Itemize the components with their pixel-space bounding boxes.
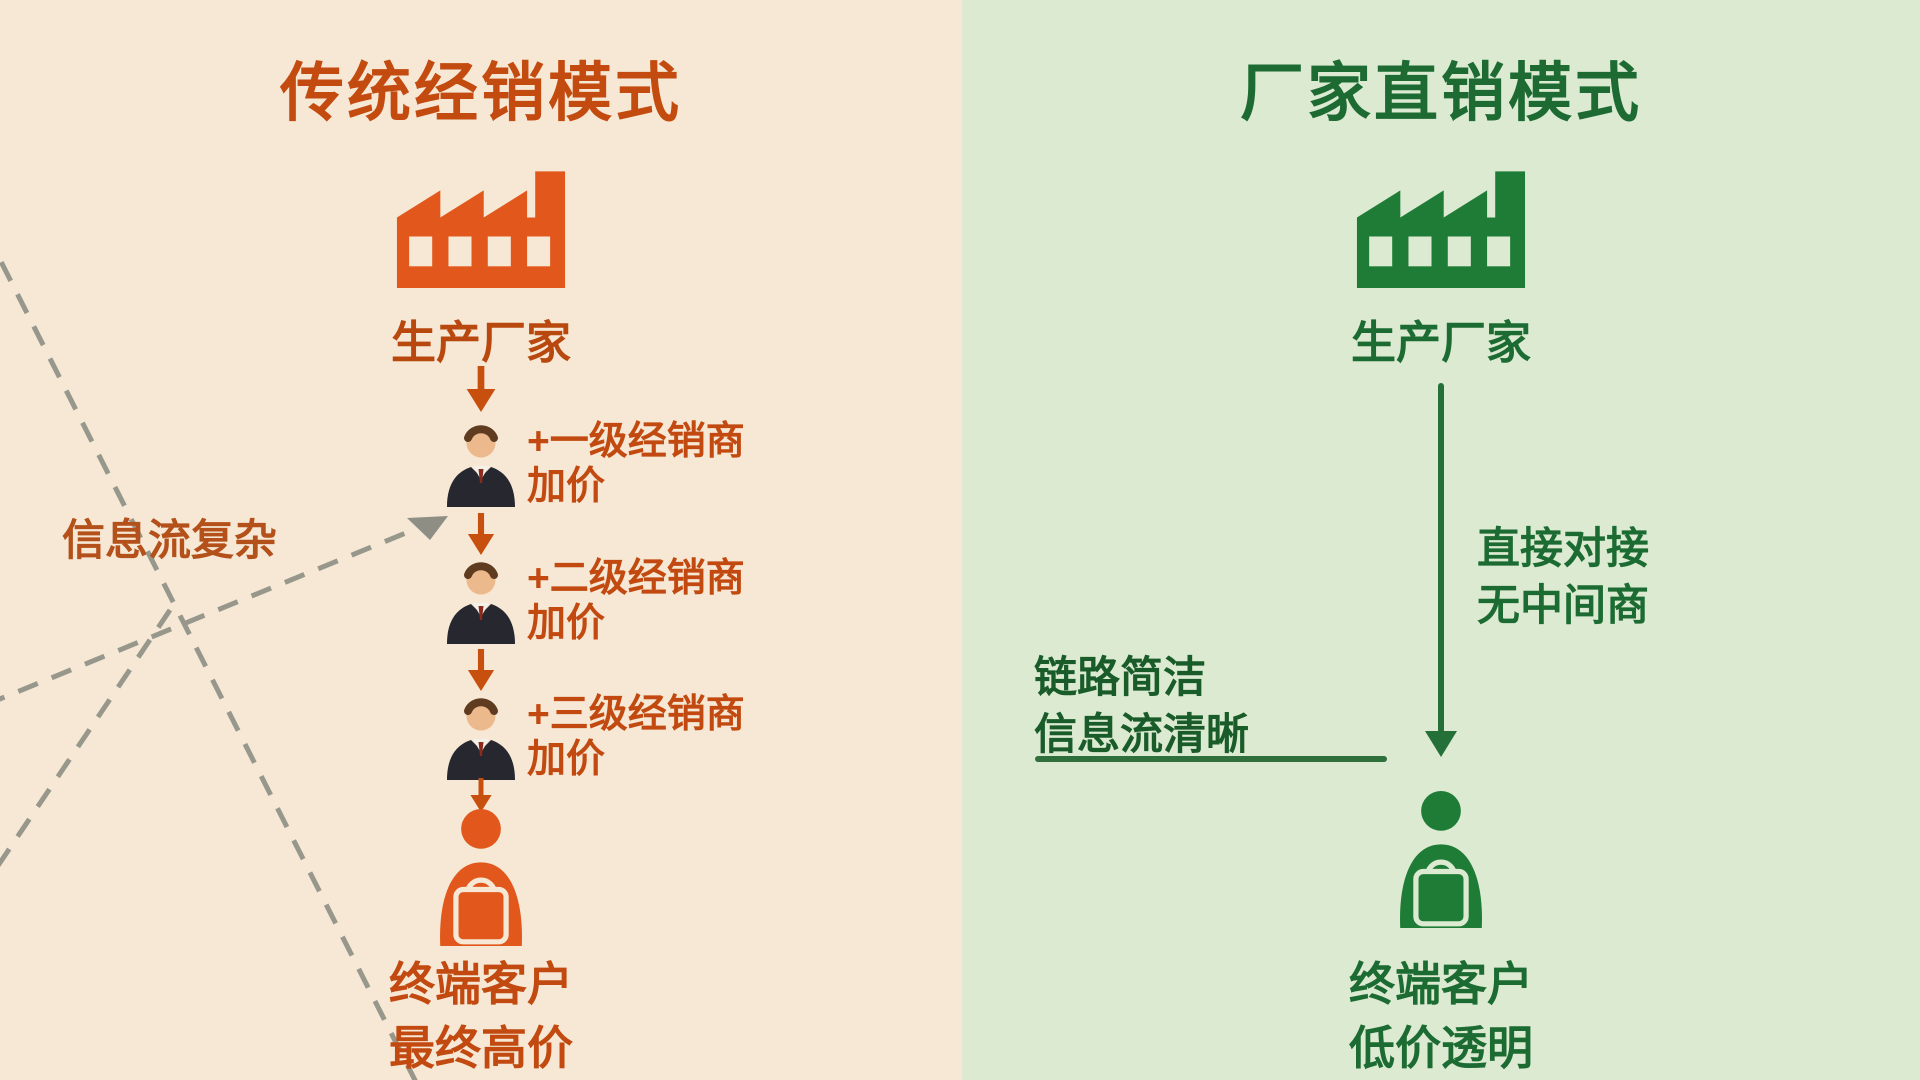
chain-note-line-1: 链路简洁	[1034, 654, 1206, 702]
customer-shopping-bag-icon	[1400, 791, 1482, 928]
distributor-1-name: +一级经销商	[527, 420, 745, 463]
direct-model-panel: 厂家直销模式 生产厂家 直接对接 无中间商 链路简洁 信息流清晰	[962, 0, 1920, 1080]
left-customer-note: 最终高价	[389, 1022, 573, 1074]
right-customer-note: 低价透明	[1349, 1022, 1533, 1074]
distributor-3-note: 加价	[527, 738, 606, 781]
down-arrow-icon	[467, 513, 495, 555]
direct-note-line-1: 直接对接	[1477, 525, 1649, 573]
factory-icon	[396, 171, 566, 288]
distributor-2-note: 加价	[527, 602, 606, 645]
down-arrow-icon	[466, 366, 496, 412]
right-factory-label: 生产厂家	[1350, 317, 1531, 368]
note-underline	[1035, 756, 1387, 762]
distributor-person-icon	[447, 425, 515, 507]
arrow-head	[1425, 731, 1457, 757]
direct-connection-note: 直接对接 无中间商	[1477, 521, 1649, 635]
distributor-1-note: 加价	[527, 465, 606, 508]
traditional-model-panel: 传统经销模式 生产厂家	[0, 57, 745, 1080]
distributor-2-name: +二级经销商	[527, 557, 745, 600]
down-arrow-icon	[470, 778, 492, 812]
distributor-person-icon	[447, 698, 515, 780]
distributor-1-text: +一级经销商 加价	[527, 419, 745, 509]
customer-shopping-bag-icon	[440, 809, 522, 946]
right-customer-label: 终端客户	[1349, 958, 1533, 1010]
simple-chain-note: 链路简洁 信息流清晰	[1034, 650, 1249, 764]
left-side-note: 信息流复杂	[62, 517, 277, 565]
arrow-shaft	[1438, 383, 1444, 733]
left-factory-label: 生产厂家	[390, 317, 571, 368]
left-title: 传统经销模式	[280, 57, 682, 129]
long-down-arrow-icon	[1425, 383, 1457, 765]
distributor-person-icon	[447, 562, 515, 644]
dashed-arrow-lines-icon	[0, 254, 448, 1080]
down-arrow-icon	[467, 649, 495, 691]
distributor-2-text: +二级经销商 加价	[527, 556, 745, 646]
distributor-3-name: +三级经销商	[527, 693, 745, 736]
direct-note-line-2: 无中间商	[1477, 582, 1649, 630]
right-title: 厂家直销模式	[1240, 57, 1642, 129]
factory-icon	[1356, 171, 1526, 288]
chain-note-line-2: 信息流清晰	[1034, 711, 1249, 759]
left-customer-label: 终端客户	[389, 958, 573, 1010]
distributor-3-text: +三级经销商 加价	[527, 692, 745, 782]
